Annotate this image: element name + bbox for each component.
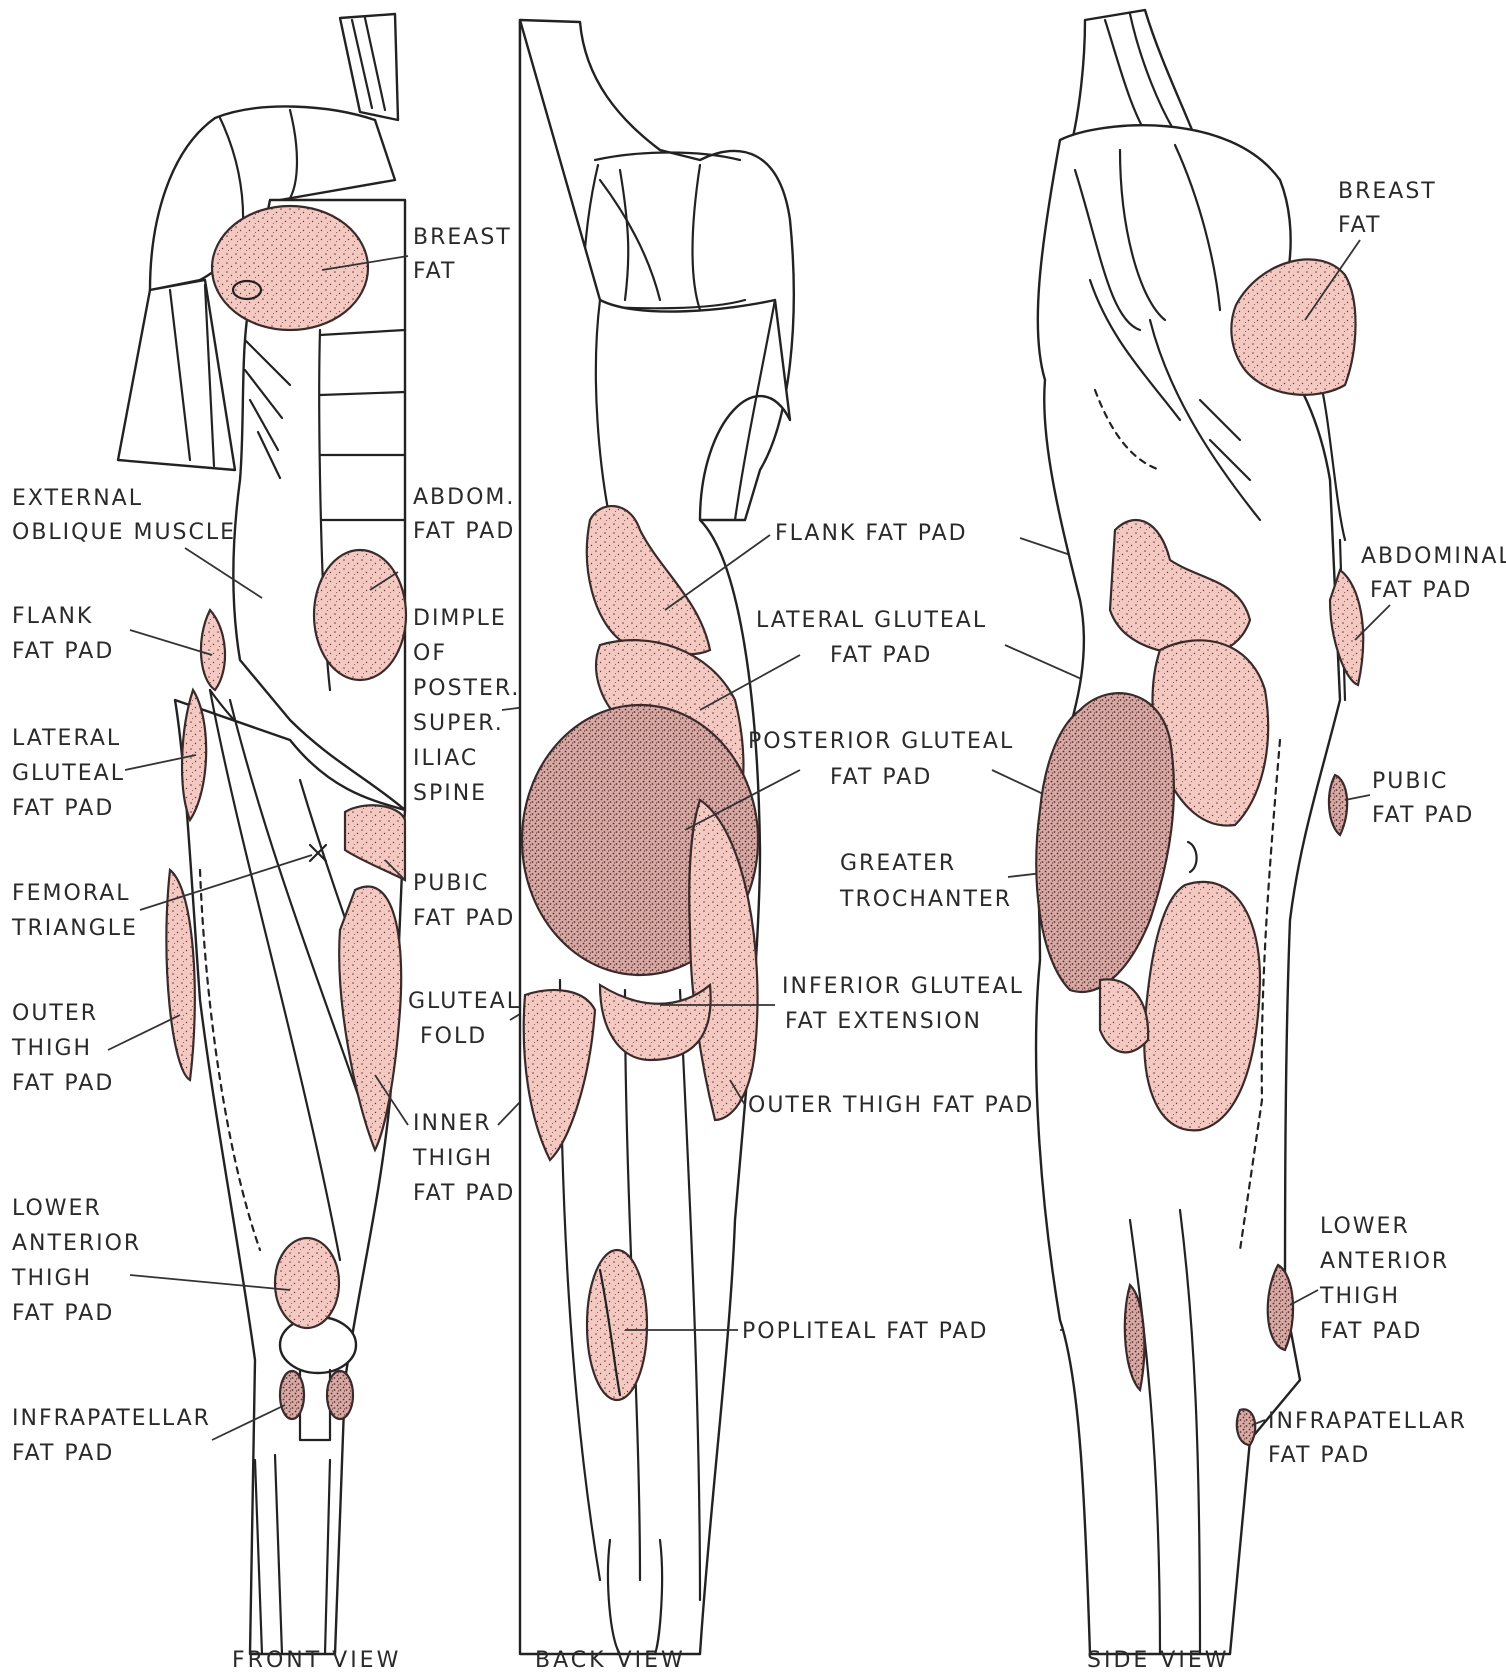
label-flank-fat-pad-2: FAT PAD xyxy=(12,639,114,664)
label-lower-anterior-thigh-side: LOWER xyxy=(1320,1214,1410,1239)
label-lateral-gluteal-back: LATERAL GLUTEAL xyxy=(756,608,987,633)
label-abdom-fat-pad-2: FAT PAD xyxy=(413,519,515,544)
label-breast-fat-side: BREAST xyxy=(1338,179,1437,204)
label-dimple-6: SPINE xyxy=(413,781,487,806)
label-gluteal-fold-2: FOLD xyxy=(420,1024,487,1049)
side-infrapatellar-fat-pad xyxy=(1237,1409,1255,1445)
front-breast-fat xyxy=(212,206,368,330)
side-lower-anterior-thigh-fat-pad xyxy=(1268,1265,1293,1350)
label-lower-anterior-thigh-side-2: ANTERIOR xyxy=(1320,1249,1449,1274)
label-abdominal-fat-pad-2: FAT PAD xyxy=(1370,578,1472,603)
label-infrapatellar-side: INFRAPATELLAR xyxy=(1268,1409,1467,1434)
label-dimple-2: OF xyxy=(413,641,447,666)
caption-side-view: SIDE VIEW xyxy=(1087,1648,1229,1673)
label-lower-anterior-thigh-side-3: THIGH xyxy=(1319,1284,1400,1309)
label-outer-thigh-3: FAT PAD xyxy=(12,1071,114,1096)
caption-back-view: BACK VIEW xyxy=(535,1648,686,1673)
label-lateral-gluteal: LATERAL xyxy=(12,726,121,751)
label-pubic-fat-pad-side-2: FAT PAD xyxy=(1372,803,1474,828)
label-lower-anterior-thigh-2: ANTERIOR xyxy=(12,1231,141,1256)
label-outer-thigh-2: THIGH xyxy=(11,1036,92,1061)
label-lower-anterior-thigh-4: FAT PAD xyxy=(12,1301,114,1326)
label-femoral-triangle-2: TRIANGLE xyxy=(11,916,138,941)
side-view-figure xyxy=(1036,10,1363,1654)
label-external-oblique-2: OBLIQUE MUSCLE xyxy=(12,520,236,545)
label-lateral-gluteal-2: GLUTEAL xyxy=(12,761,125,786)
label-greater-trochanter-2: TROCHANTER xyxy=(839,887,1012,912)
label-inferior-gluteal: INFERIOR GLUTEAL xyxy=(782,974,1024,999)
label-infrapatellar: INFRAPATELLAR xyxy=(12,1406,211,1431)
label-inner-thigh: INNER xyxy=(413,1111,492,1136)
label-external-oblique: EXTERNAL xyxy=(12,486,143,511)
label-dimple: DIMPLE xyxy=(413,606,507,631)
front-outer-thigh-fat-pad xyxy=(166,870,194,1080)
label-dimple-3: POSTER. xyxy=(413,676,520,701)
label-inner-thigh-2: THIGH xyxy=(412,1146,493,1171)
label-popliteal-fat-pad: POPLITEAL FAT PAD xyxy=(742,1319,989,1344)
label-inner-thigh-3: FAT PAD xyxy=(413,1181,515,1206)
label-posterior-gluteal-2: FAT PAD xyxy=(830,765,932,790)
label-pubic-fat-pad-2: FAT PAD xyxy=(413,906,515,931)
label-infrapatellar-2: FAT PAD xyxy=(12,1441,114,1466)
label-flank-fat-pad-back: FLANK FAT PAD xyxy=(775,521,968,546)
label-breast-fat-side-2: FAT xyxy=(1338,213,1381,238)
front-lower-anterior-thigh-fat-pad xyxy=(275,1238,339,1328)
label-inferior-gluteal-2: FAT EXTENSION xyxy=(785,1009,982,1034)
label-lateral-gluteal-3: FAT PAD xyxy=(12,796,114,821)
label-breast-fat: BREAST xyxy=(413,225,512,250)
front-infrapatellar-fat-pad-left xyxy=(280,1371,304,1419)
label-lower-anterior-thigh: LOWER xyxy=(12,1196,102,1221)
label-flank-fat-pad: FLANK xyxy=(12,604,93,629)
label-breast-fat-2: FAT xyxy=(413,259,456,284)
label-abdom-fat-pad: ABDOM. xyxy=(413,485,515,510)
back-view-figure xyxy=(520,20,794,1654)
label-lower-anterior-thigh-side-4: FAT PAD xyxy=(1320,1319,1422,1344)
front-infrapatellar-fat-pad-right xyxy=(327,1371,353,1419)
label-abdominal-fat-pad: ABDOMINAL xyxy=(1361,544,1506,569)
label-greater-trochanter: GREATER xyxy=(840,851,956,876)
label-pubic-fat-pad: PUBIC xyxy=(413,871,489,896)
front-flank-fat-pad xyxy=(201,610,225,690)
caption-front-view: FRONT VIEW xyxy=(232,1648,401,1673)
label-dimple-5: ILIAC xyxy=(413,746,478,771)
label-dimple-4: SUPER. xyxy=(413,711,504,736)
label-posterior-gluteal: POSTERIOR GLUTEAL xyxy=(748,729,1014,754)
label-gluteal-fold: GLUTEAL xyxy=(408,989,521,1014)
label-lower-anterior-thigh-3: THIGH xyxy=(11,1266,92,1291)
label-femoral-triangle: FEMORAL xyxy=(12,881,131,906)
side-pubic-fat-pad xyxy=(1329,775,1347,835)
label-infrapatellar-side-2: FAT PAD xyxy=(1268,1443,1370,1468)
label-lateral-gluteal-back-2: FAT PAD xyxy=(830,643,932,668)
label-pubic-fat-pad-side: PUBIC xyxy=(1372,769,1448,794)
label-outer-thigh: OUTER xyxy=(12,1001,98,1026)
front-abdominal-fat-pad xyxy=(314,550,406,680)
label-outer-thigh-fat-pad-back: OUTER THIGH FAT PAD xyxy=(748,1093,1034,1118)
